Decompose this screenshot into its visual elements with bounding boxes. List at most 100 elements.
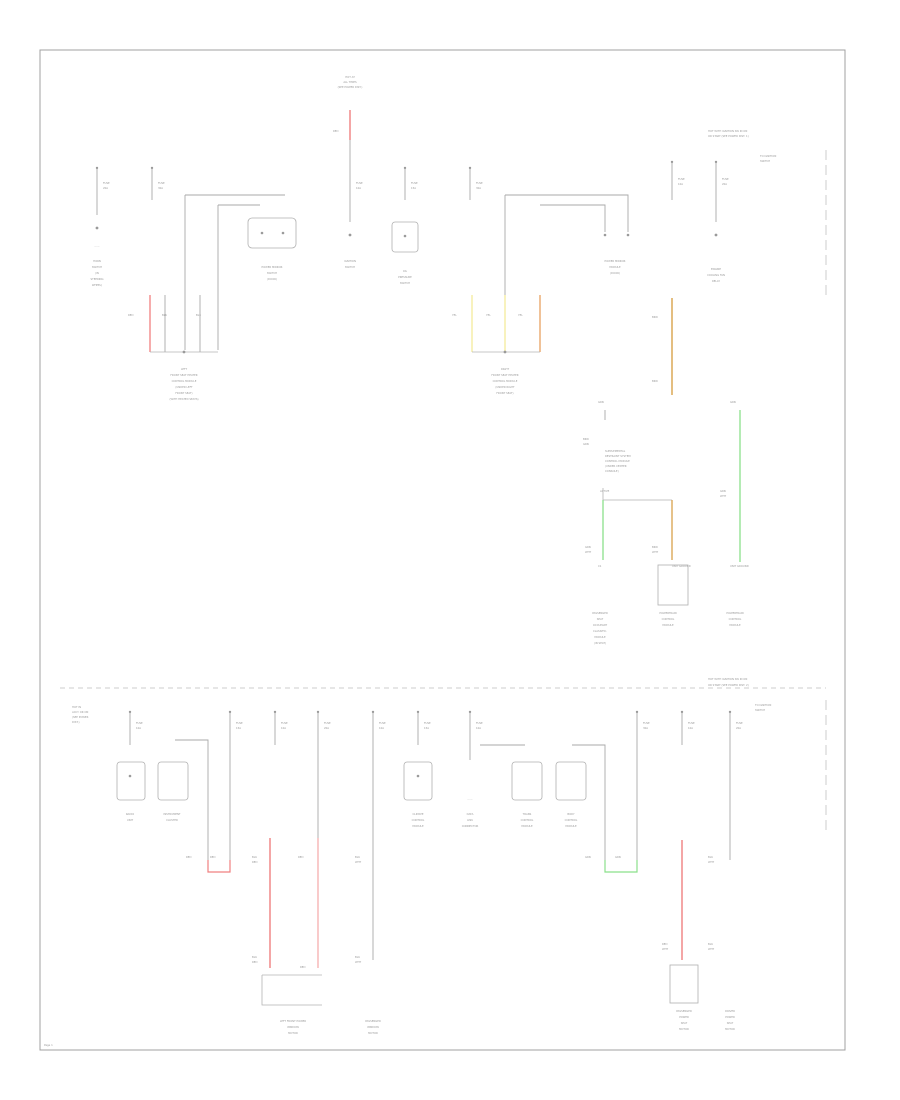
svg-text:WHT: WHT	[585, 550, 592, 554]
svg-text:MODULE: MODULE	[565, 824, 577, 828]
svg-text:SWITCH: SWITCH	[92, 265, 102, 269]
svg-text:BLK: BLK	[252, 955, 257, 959]
svg-text:POWER: POWER	[679, 1015, 689, 1019]
svg-text:FUSE: FUSE	[476, 721, 483, 725]
svg-text:RED: RED	[252, 860, 257, 864]
svg-text:CONTROL MODULE: CONTROL MODULE	[172, 379, 197, 383]
svg-text:MODULE: MODULE	[662, 623, 674, 627]
svg-text:DRIVER: DRIVER	[725, 1009, 735, 1013]
svg-text:RED: RED	[210, 855, 215, 859]
svg-text:CONTROL: CONTROL	[729, 617, 742, 621]
svg-text:MODULE: MODULE	[609, 265, 621, 269]
svg-text:BRN: BRN	[583, 437, 589, 441]
svg-text:FUSE: FUSE	[356, 181, 363, 185]
diagram-border	[39, 49, 846, 1051]
svg-text:UNIT: UNIT	[127, 818, 134, 822]
svg-text:GRN: GRN	[585, 855, 591, 859]
svg-text:FUSE: FUSE	[136, 721, 143, 725]
svg-text:30A: 30A	[643, 726, 648, 730]
svg-text:BLK: BLK	[252, 855, 257, 859]
bottom-section: HOT WITH IGNITION SW IN ON OR START (SEE…	[72, 677, 827, 1035]
svg-text:LEFT FRONT POWER: LEFT FRONT POWER	[280, 1019, 306, 1023]
svg-text:CONTROL: CONTROL	[565, 818, 578, 822]
svg-text:HORN: HORN	[93, 259, 101, 263]
svg-text:YEL: YEL	[518, 313, 523, 317]
svg-text:10A: 10A	[678, 182, 683, 186]
svg-text:DATA: DATA	[467, 812, 474, 816]
svg-text:10A: 10A	[281, 726, 286, 730]
svg-text:SEAT: SEAT	[597, 617, 604, 621]
svg-text:CLIMATE: CLIMATE	[412, 812, 423, 816]
svg-text:CONTROL MODULE: CONTROL MODULE	[605, 459, 630, 463]
page-number: Page 1	[44, 1043, 53, 1047]
svg-text:MOTOR: MOTOR	[679, 1027, 689, 1031]
svg-text:OCCUPANT: OCCUPANT	[593, 623, 608, 627]
svg-text:RED: RED	[333, 129, 338, 133]
green-circuits: GRN GRN BRN GRN SUPPLEMENTAL RESTRAINT S…	[583, 400, 749, 645]
svg-text:GRN: GRN	[585, 545, 591, 549]
svg-text:ACCY OR ON: ACCY OR ON	[72, 710, 88, 714]
svg-text:POWER MIRROR: POWER MIRROR	[262, 265, 283, 269]
svg-text:SWITCH: SWITCH	[400, 281, 410, 285]
svg-text:POWERTRAIN: POWERTRAIN	[726, 611, 743, 615]
svg-text:BLK: BLK	[162, 313, 167, 317]
svg-text:......: ......	[95, 245, 100, 248]
svg-text:POWERTRAIN: POWERTRAIN	[659, 611, 676, 615]
svg-text:RED: RED	[662, 942, 667, 946]
svg-text:10A: 10A	[356, 186, 361, 190]
svg-text:10A: 10A	[688, 726, 693, 730]
svg-text:(WITH HEATED SEATS): (WITH HEATED SEATS)	[169, 397, 198, 401]
svg-text:TO IGNITION: TO IGNITION	[760, 154, 776, 158]
svg-text:(IN SEAT): (IN SEAT)	[594, 641, 606, 645]
svg-text:CONTROL: CONTROL	[521, 818, 534, 822]
svg-text:(UNDER RIGHT: (UNDER RIGHT	[495, 385, 515, 389]
svg-text:WINDOW: WINDOW	[367, 1025, 379, 1029]
svg-text:DIST.): DIST.)	[72, 720, 80, 724]
svg-text:WHT: WHT	[355, 860, 362, 864]
svg-text:BODY: BODY	[567, 812, 575, 816]
svg-text:COOLING FAN: COOLING FAN	[707, 273, 725, 277]
svg-text:CONSOLE): CONSOLE)	[605, 469, 619, 473]
svg-text:UNIT GROUND: UNIT GROUND	[672, 564, 691, 568]
svg-text:SEAT: SEAT	[681, 1021, 688, 1025]
svg-text:ALL TIMES: ALL TIMES	[343, 80, 357, 84]
svg-text:SWITCH: SWITCH	[755, 708, 765, 712]
svg-text:LINK: LINK	[467, 818, 473, 822]
svg-text:WHT: WHT	[708, 860, 715, 864]
fuse-column-3: FUSE 10A IGNITION SWITCH	[344, 140, 363, 269]
svg-text:SEAT: SEAT	[727, 1021, 734, 1025]
right-front-seat-wires: YEL YEL YEL RIGHT FRONT SEAT HEATER CONT…	[452, 295, 541, 395]
svg-text:SWITCH: SWITCH	[267, 271, 277, 275]
svg-text:MOTOR: MOTOR	[368, 1031, 378, 1035]
svg-text:15A: 15A	[236, 726, 241, 730]
svg-text:OIL: OIL	[403, 269, 408, 273]
svg-text:20A: 20A	[736, 726, 741, 730]
svg-text:CONTROL: CONTROL	[662, 617, 675, 621]
svg-text:OR START (SEE POWER DIST. 2): OR START (SEE POWER DIST. 2)	[708, 683, 749, 687]
svg-text:C1: C1	[598, 564, 602, 568]
svg-text:GRN: GRN	[598, 400, 604, 404]
svg-text:PRESSURE: PRESSURE	[398, 275, 412, 279]
svg-text:CONNECTOR: CONNECTOR	[462, 824, 479, 828]
svg-text:15A: 15A	[411, 186, 416, 190]
svg-text:FRONT SEAT): FRONT SEAT)	[175, 391, 192, 395]
svg-text:RESTRAINT SYSTEM: RESTRAINT SYSTEM	[605, 454, 631, 458]
svg-text:FUSE: FUSE	[103, 181, 110, 185]
svg-text:UNIT GROUND: UNIT GROUND	[730, 564, 749, 568]
svg-text:SUPPLEMENTAL: SUPPLEMENTAL	[605, 449, 626, 453]
svg-text:BRN: BRN	[652, 379, 658, 383]
svg-text:15A: 15A	[424, 726, 429, 730]
svg-text:BLK: BLK	[708, 855, 713, 859]
svg-text:RED: RED	[128, 313, 133, 317]
svg-text:......: ......	[468, 798, 473, 801]
svg-text:WINDOW: WINDOW	[287, 1025, 299, 1029]
svg-text:ENGINE: ENGINE	[711, 267, 721, 271]
svg-text:RED: RED	[186, 855, 191, 859]
svg-text:FUSE: FUSE	[158, 181, 165, 185]
svg-text:STEERING: STEERING	[90, 277, 103, 281]
bottom-fuse-columns: FUSE 10A FUSE 15A FUSE 10A FUSE 20A FUSE…	[128, 710, 743, 960]
svg-text:(DOOR): (DOOR)	[610, 271, 620, 275]
svg-text:(UNDER LEFT: (UNDER LEFT	[175, 385, 193, 389]
svg-text:(DOOR): (DOOR)	[267, 277, 277, 281]
